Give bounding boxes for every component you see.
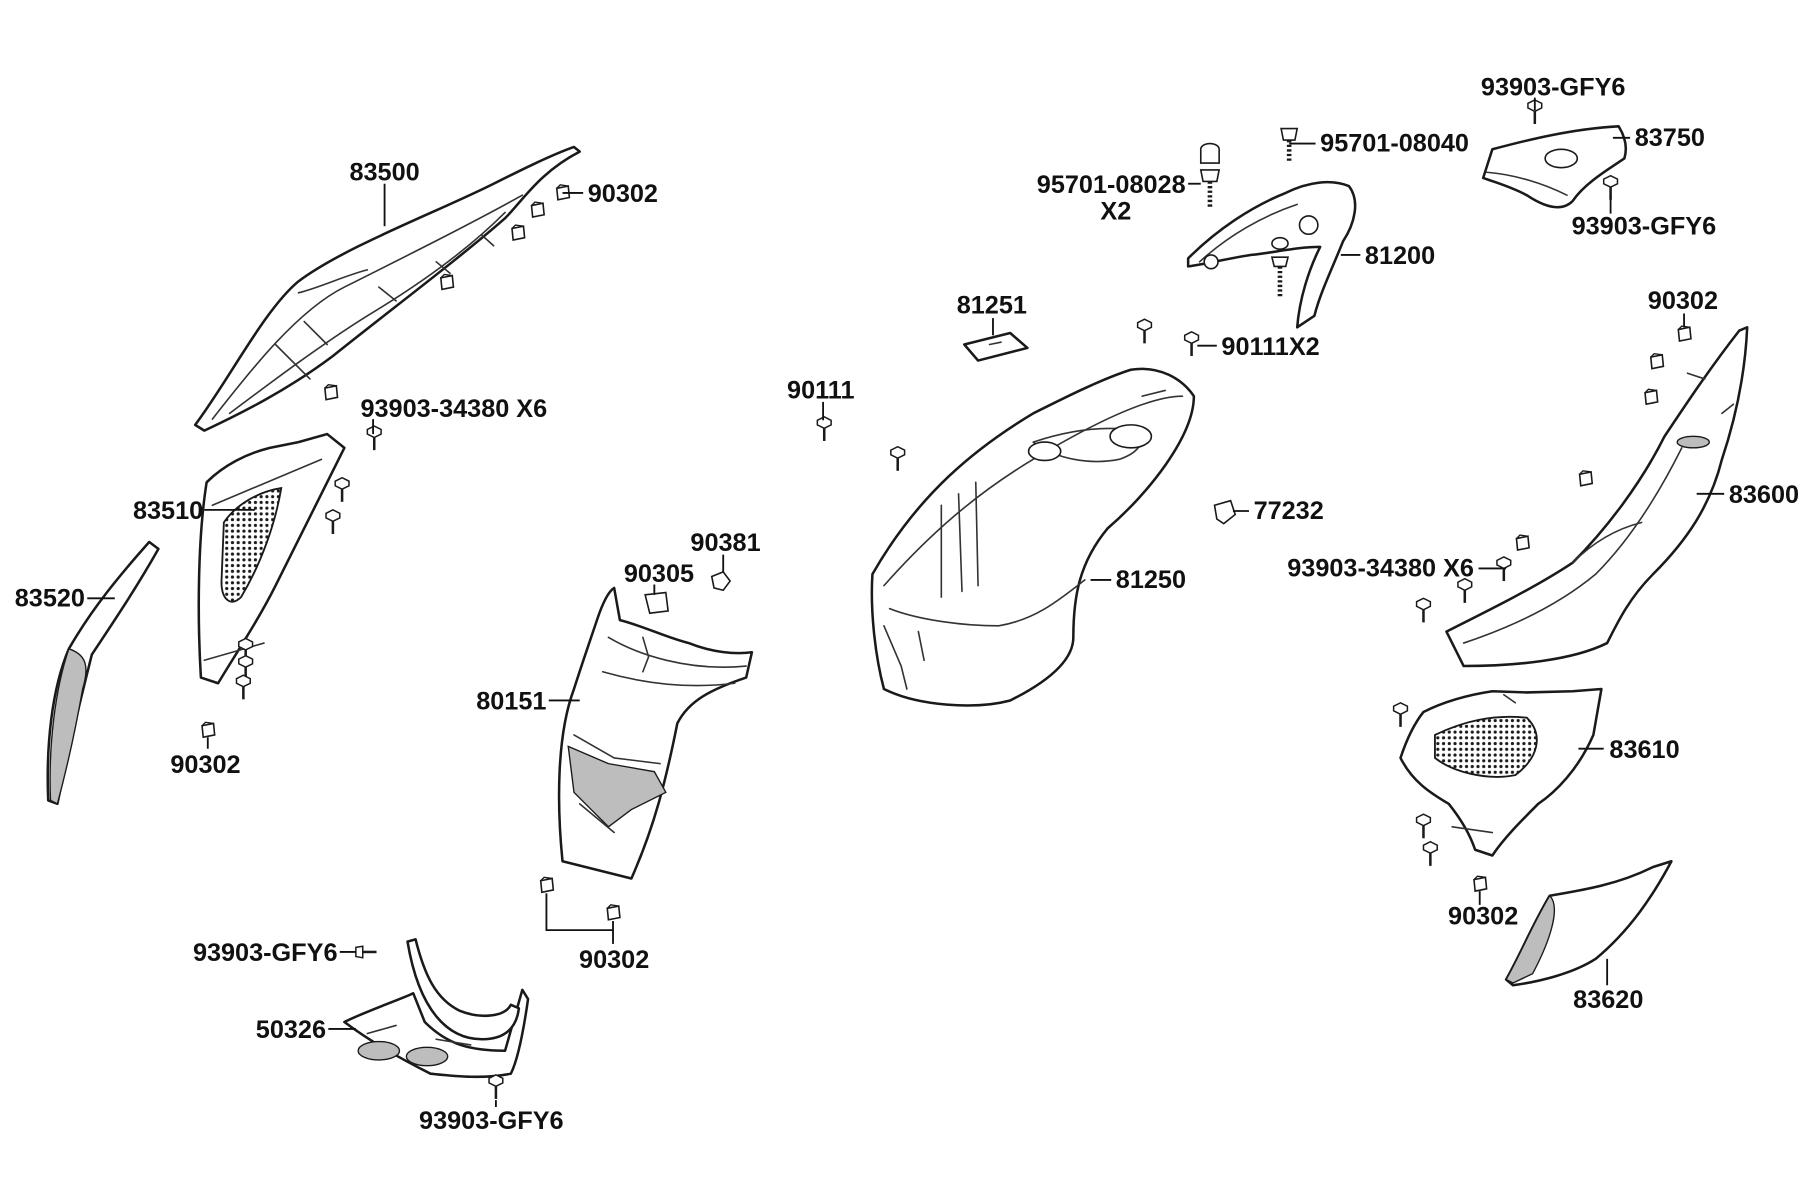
- label-83500: 83500: [349, 158, 419, 186]
- label-90302-a: 90302: [588, 180, 658, 208]
- label-90305: 90305: [624, 560, 694, 588]
- label-81200: 81200: [1365, 242, 1435, 270]
- label-93903-gfy6-b: 93903-GFY6: [419, 1107, 564, 1135]
- label-95701-08028: 95701-08028: [1037, 171, 1186, 199]
- label-83510: 83510: [133, 497, 203, 525]
- label-81251: 81251: [957, 291, 1027, 319]
- label-77232: 77232: [1254, 497, 1324, 525]
- label-81250: 81250: [1116, 566, 1186, 594]
- part-83520-trim-strip: [46, 540, 160, 806]
- label-95701-08040: 95701-08040: [1320, 130, 1469, 158]
- label-83600: 83600: [1729, 481, 1799, 509]
- part-81251-lid: [963, 331, 1029, 362]
- label-90111x2: 90111X2: [1221, 333, 1319, 361]
- part-83510-mesh-panel: [197, 432, 346, 685]
- label-93903-gfy6-c: 93903-GFY6: [1481, 73, 1626, 101]
- label-80151: 80151: [476, 688, 546, 716]
- label-83610: 83610: [1609, 736, 1679, 764]
- part-83750-rear-cover: [1481, 125, 1627, 209]
- part-50326-lower-tray: [343, 938, 530, 1079]
- part-83620-trim-strip: [1504, 859, 1673, 987]
- leader-lines: [87, 97, 1725, 1107]
- part-81200-grab-rail: [1186, 180, 1357, 329]
- label-93903-34380-left: 93903-34380 X6: [360, 395, 547, 423]
- part-83500-side-cover: [193, 145, 581, 432]
- label-90302-b: 90302: [170, 751, 240, 779]
- label-83520: 83520: [15, 584, 85, 612]
- part-83610-mesh-panel: [1399, 687, 1603, 857]
- label-93903-34380-right: 93903-34380 X6: [1287, 554, 1474, 582]
- part-80151-inner-cover: [557, 586, 754, 880]
- hardware-80151: [539, 570, 732, 921]
- screws-81250: [816, 317, 1237, 525]
- part-labels: 83500 90302 93903-34380 X6 83510 83520 9…: [15, 73, 1799, 1134]
- label-90111: 90111: [787, 376, 854, 404]
- label-83750: 83750: [1635, 124, 1705, 152]
- label-95701-08028-qty: X2: [1100, 197, 1131, 225]
- label-90302-d: 90302: [1648, 287, 1718, 315]
- label-50326: 50326: [256, 1016, 326, 1044]
- part-83600-side-cover: [1445, 326, 1749, 668]
- part-81250-helmet-box: [870, 367, 1196, 707]
- label-90302-e: 90302: [1448, 902, 1518, 930]
- label-93903-gfy6-d: 93903-GFY6: [1572, 212, 1717, 240]
- label-90381: 90381: [690, 529, 760, 557]
- label-83620: 83620: [1573, 986, 1643, 1014]
- bolts-81200: [1199, 127, 1299, 297]
- label-90302-c: 90302: [579, 946, 649, 974]
- label-93903-gfy6-a: 93903-GFY6: [193, 939, 338, 967]
